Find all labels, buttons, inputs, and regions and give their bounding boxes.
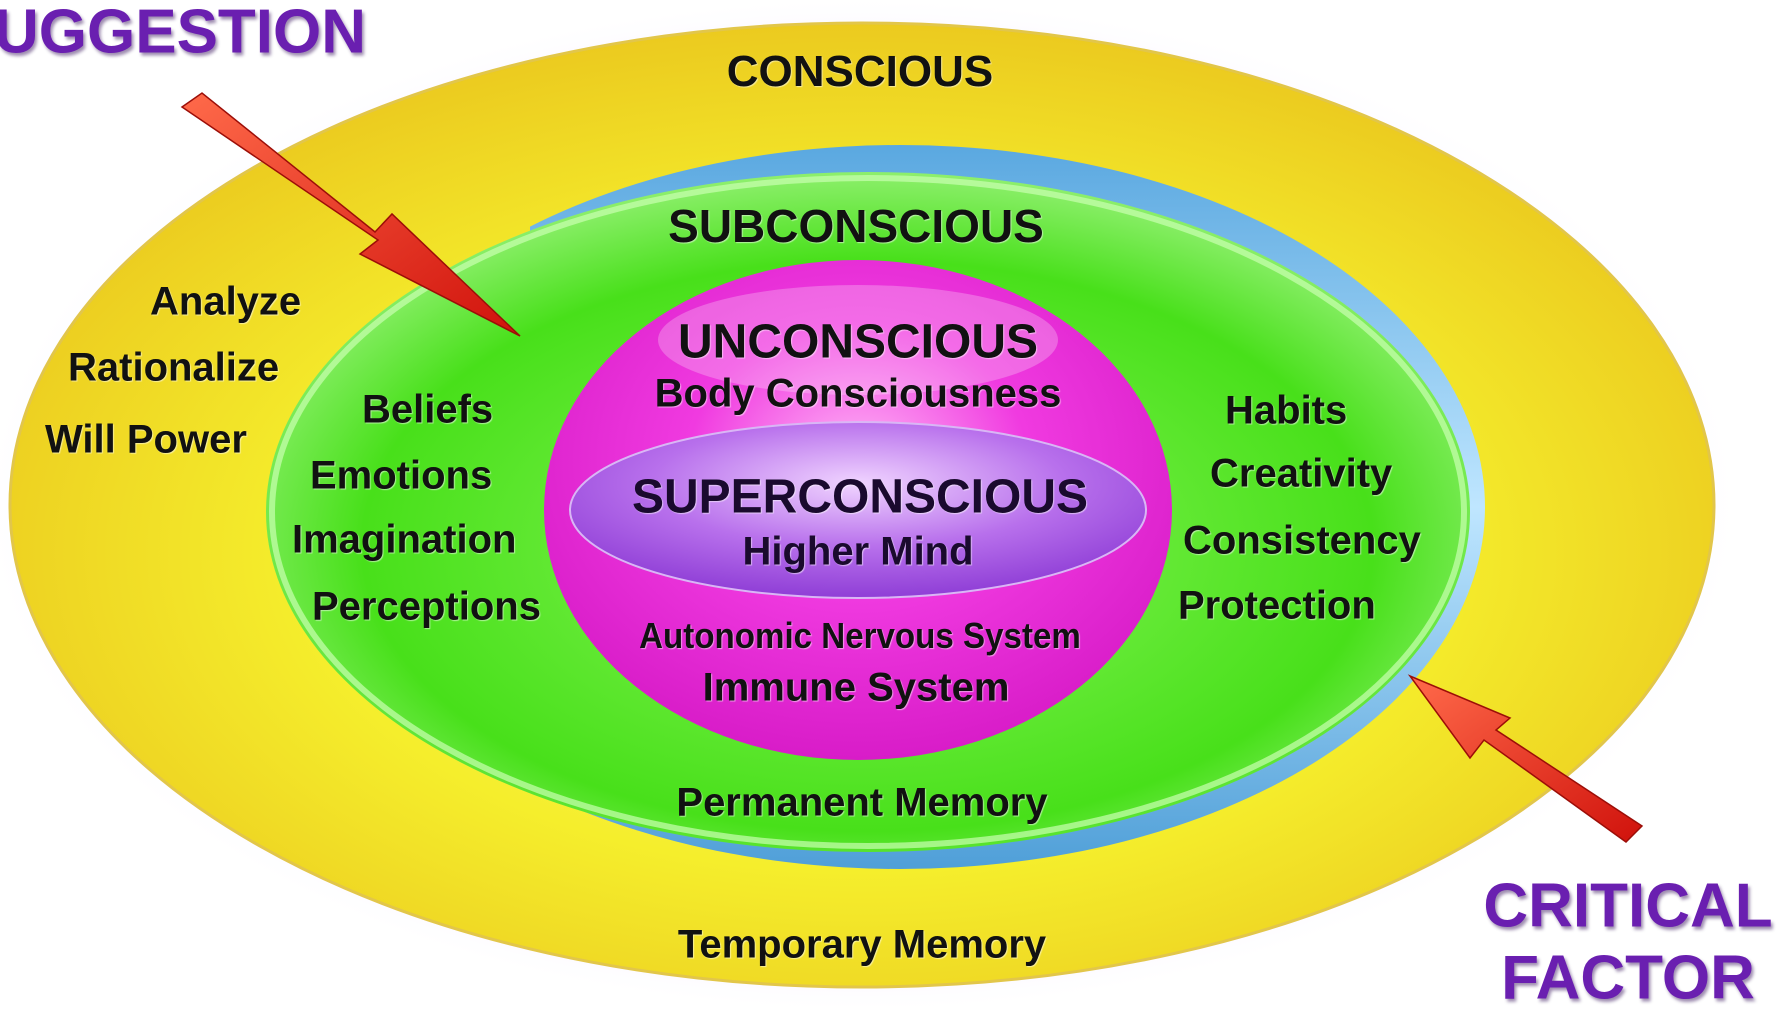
unconscious-system-autonomic: Autonomic Nervous System <box>639 615 1081 656</box>
suggestion-label: UGGESTION <box>0 0 367 67</box>
subconscious-title: SUBCONSCIOUS <box>668 200 1044 252</box>
subconscious-sheen <box>269 175 1467 849</box>
unconscious-highlight <box>658 285 1058 395</box>
unconscious-subtitle: Body Consciousness <box>654 371 1062 416</box>
conscious-title: CONSCIOUS <box>726 47 994 96</box>
critical-factor-label-line1: CRITICAL <box>1483 871 1773 941</box>
critical-factor-label-line2: FACTOR <box>1501 943 1755 1013</box>
subconscious-item-consistency: Consistency <box>1183 518 1421 563</box>
subconscious-item-beliefs: Beliefs <box>362 387 494 432</box>
unconscious-title: UNCONSCIOUS <box>677 315 1039 369</box>
superconscious-title: SUPERCONSCIOUS <box>631 470 1089 524</box>
subconscious-item-creativity: Creativity <box>1210 451 1393 496</box>
subconscious-item-habits: Habits <box>1225 388 1348 433</box>
critical-factor-arrow-icon <box>1407 674 1644 843</box>
conscious-function-will-power: Will Power <box>45 417 247 462</box>
unconscious-system-immune: Immune System <box>702 665 1010 710</box>
subconscious-memory: Permanent Memory <box>676 780 1048 825</box>
conscious-function-analyze: Analyze <box>150 279 302 324</box>
conscious-memory: Temporary Memory <box>677 922 1047 967</box>
subconscious-item-protection: Protection <box>1178 583 1376 628</box>
subconscious-item-imagination: Imagination <box>292 517 517 562</box>
conscious-function-rationalize: Rationalize <box>68 345 280 390</box>
subconscious-item-perceptions: Perceptions <box>312 584 541 629</box>
superconscious-ellipse <box>569 421 1147 599</box>
subconscious-item-emotions: Emotions <box>310 453 493 498</box>
superconscious-subtitle: Higher Mind <box>742 529 974 574</box>
suggestion-arrow-icon <box>180 92 521 337</box>
